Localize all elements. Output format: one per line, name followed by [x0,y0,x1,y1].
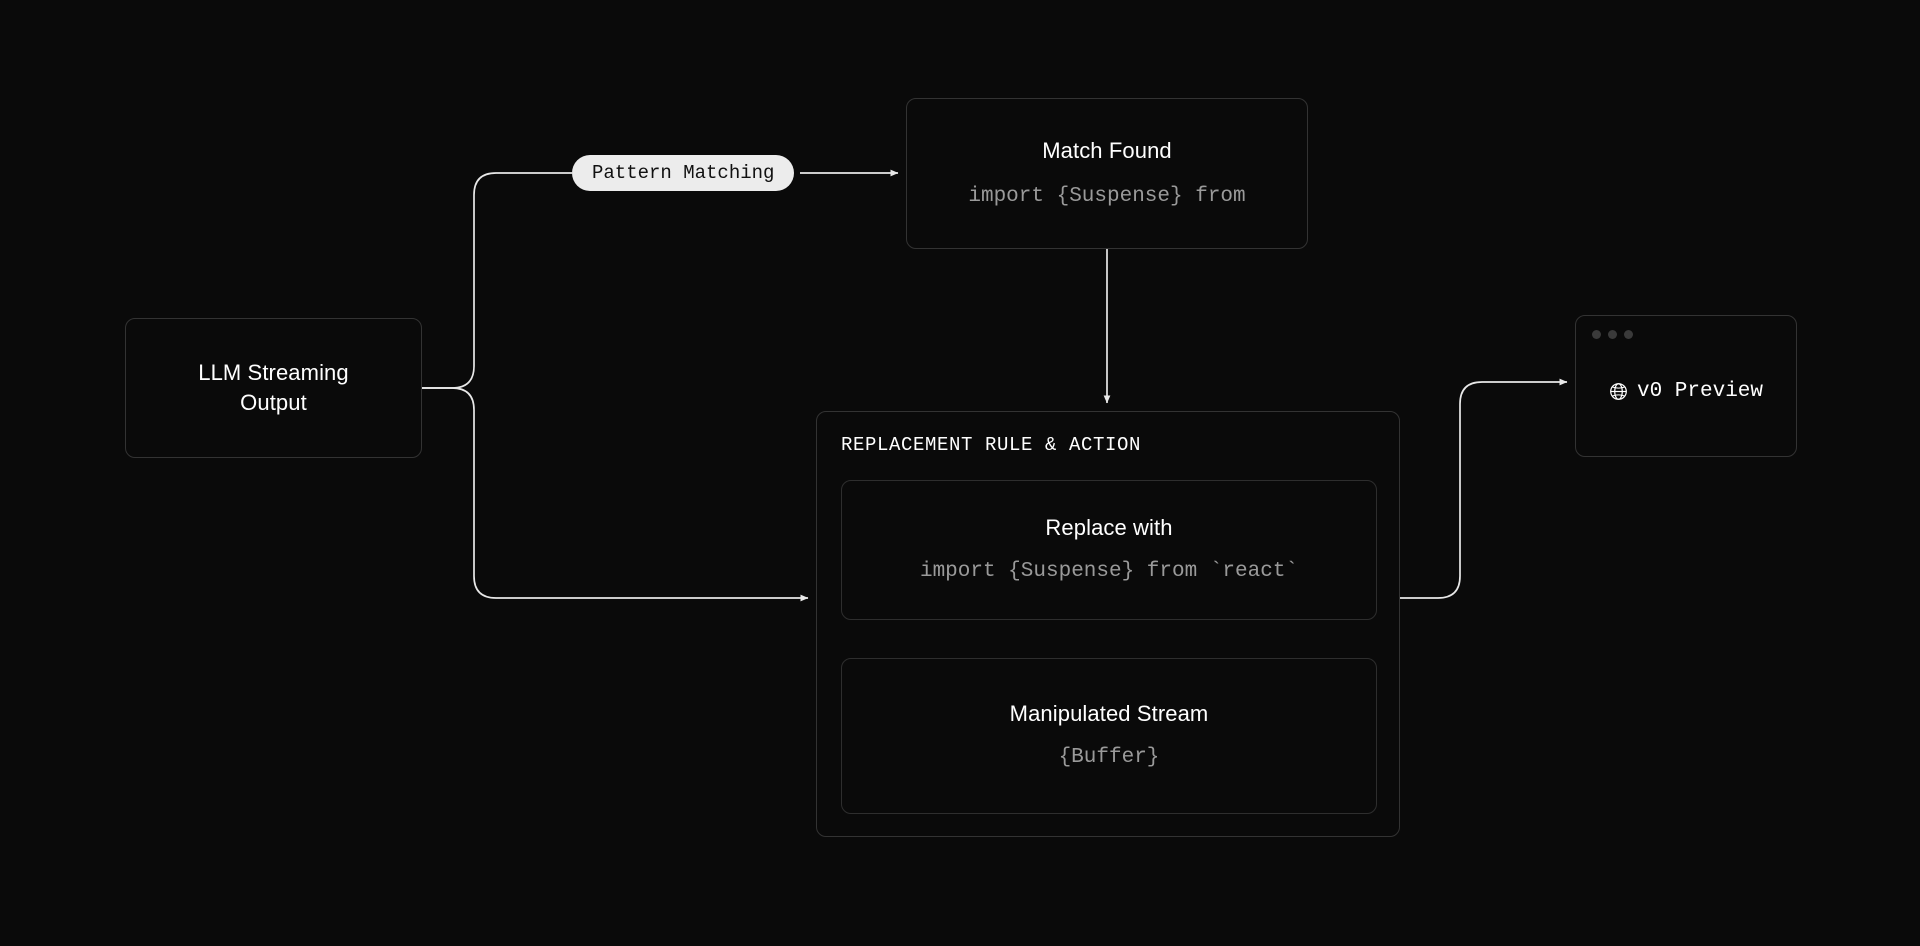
node-llm-title-line2: Output [240,390,307,415]
panel-replacement-header: REPLACEMENT RULE & ACTION [841,434,1142,456]
preview-body: v0 Preview [1576,339,1796,456]
node-match-found[interactable]: Match Found import {Suspense} from [906,98,1308,249]
card-manipulated-stream-title: Manipulated Stream [1009,701,1209,727]
card-replace-with[interactable]: Replace with import {Suspense} from `rea… [841,480,1377,620]
edge-replacement-to-v0-preview [1400,378,1568,599]
node-llm-title-line1: LLM Streaming [198,360,349,386]
edge-llm-to-replacement [422,387,809,602]
edge-label-pattern-matching[interactable]: Pattern Matching [572,155,795,191]
card-manipulated-stream-code: {Buffer} [1058,746,1160,770]
card-replace-with-code: import {Suspense} from `react` [919,560,1299,584]
node-match-found-title: Match Found [1042,137,1172,163]
card-replace-with-title: Replace with [1045,515,1173,541]
edge-llm-to-pattern-matching [422,172,572,389]
node-v0-preview[interactable]: v0 Preview [1575,315,1797,457]
window-dot-close-icon [1592,330,1601,339]
node-match-found-code: import {Suspense} from [968,184,1246,208]
card-manipulated-stream[interactable]: Manipulated Stream {Buffer} [841,658,1377,814]
window-dot-maximize-icon [1624,330,1633,339]
panel-replacement-rule-and-action[interactable]: REPLACEMENT RULE & ACTION Replace with i… [816,411,1400,837]
window-dot-minimize-icon [1608,330,1617,339]
globe-icon [1609,382,1628,401]
node-v0-preview-label: v0 Preview [1636,380,1764,403]
node-llm-streaming-output[interactable]: LLM Streaming Output [125,318,422,458]
preview-titlebar [1576,316,1796,339]
